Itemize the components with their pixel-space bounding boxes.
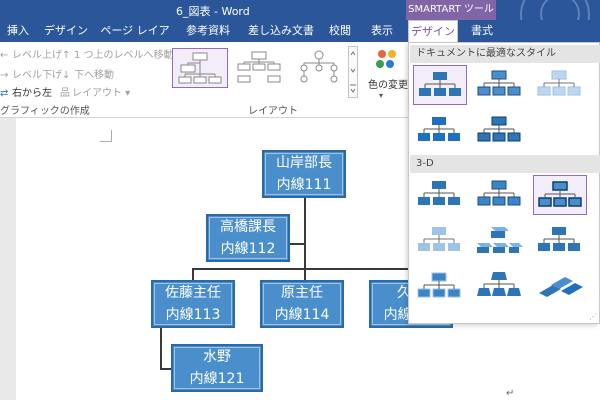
connector-line [280, 243, 306, 245]
org-chart-node[interactable]: 原主任 内線114 [260, 280, 344, 328]
style-thumbnail-moderate-effect[interactable] [413, 111, 467, 151]
move-up-button[interactable]: ↑1 つ上のレベルへ移動 [62, 50, 174, 61]
style-thumbnail-3d-inset[interactable] [473, 175, 527, 215]
right-to-left-button[interactable]: ⇄右から左 [0, 88, 52, 99]
page-corner-mark [100, 130, 112, 142]
style-thumbnail-3d-polished[interactable] [413, 175, 467, 215]
layouts-group-label: レイアウト [248, 106, 298, 117]
layout-thumbnail-labeled-hierarchy[interactable] [232, 48, 288, 88]
palette-icon [376, 50, 396, 68]
connector-line [160, 326, 162, 370]
arrow-right-icon: → [0, 70, 9, 81]
layout-thumbnail-circle-hierarchy[interactable] [292, 48, 348, 88]
arrow-up-icon: ↑ [62, 50, 71, 61]
style-thumbnail-3d-bird-view[interactable] [473, 267, 527, 307]
tab-insert[interactable]: 挿入 [7, 24, 29, 37]
create-graphic-group-label: グラフィックの作成 [0, 106, 90, 117]
gallery-section-3d: 3-D [410, 155, 600, 173]
org-layout-icon: 品 [60, 88, 70, 99]
layout-thumbnail-hierarchy[interactable] [172, 48, 228, 88]
promote-button[interactable]: ←レベル上げ [0, 50, 62, 61]
style-thumbnail-3d-metallic[interactable] [533, 221, 587, 261]
tab-mailings[interactable]: 差し込み文書 [248, 24, 314, 37]
style-thumbnail-simple-fill[interactable] [413, 65, 467, 105]
smartart-style-gallery: ドキュメントに最適なスタイル [408, 42, 600, 324]
style-thumbnail-3d-cartoon[interactable] [533, 175, 587, 215]
org-chart-node[interactable]: 水野 内線121 [171, 344, 263, 392]
paragraph-mark: ↵ [506, 388, 515, 399]
ribbon-tab-bar: 挿入 デザイン ページ レイアウト 参考資料 差し込み文書 校閲 表示 デザイン… [0, 20, 600, 59]
arrow-left-icon: ← [0, 50, 9, 61]
chevron-down-icon: ▾ [378, 91, 383, 100]
style-thumbnail-3d-sunset[interactable] [413, 267, 467, 307]
layout-dropdown-button[interactable]: 品レイアウト ▾ [60, 84, 130, 99]
style-thumbnail-3d-cylinder[interactable] [533, 267, 587, 307]
move-down-button[interactable]: ↓下へ移動 [62, 70, 114, 81]
style-thumbnail-intense-effect[interactable] [473, 111, 527, 151]
tab-review[interactable]: 校閲 [329, 24, 351, 37]
connector-line [192, 268, 194, 280]
style-thumbnail-subtle-effect[interactable] [533, 65, 587, 105]
org-chart-node[interactable]: 佐藤主任 内線113 [151, 280, 235, 328]
style-thumbnail-white-outline[interactable] [473, 65, 527, 105]
layout-gallery-scrollbar[interactable] [348, 46, 358, 98]
tab-smartart-design[interactable]: デザイン [408, 20, 458, 42]
connector-line [160, 368, 174, 370]
demote-button[interactable]: →レベル下げ [0, 70, 62, 81]
connector-line [304, 180, 306, 280]
resize-grip-icon[interactable]: ⋰ [589, 312, 597, 321]
change-colors-label: 色の変更 [368, 80, 408, 91]
gallery-section-best-match: ドキュメントに最適なスタイル [410, 45, 600, 63]
style-thumbnail-3d-brick-scene[interactable] [473, 221, 527, 261]
smartart-tools-label: SMARTART ツール [406, 0, 496, 20]
tab-design[interactable]: デザイン [44, 24, 88, 37]
tab-view[interactable]: 表示 [371, 24, 393, 37]
document-page[interactable]: 山岸部長 内線111 高橋課長 内線112 佐藤主任 内線113 原主任 内線1… [16, 118, 600, 400]
org-chart-node[interactable]: 高橋課長 内線112 [206, 214, 290, 262]
chevron-down-icon: ▾ [122, 88, 131, 99]
arrow-down-icon: ↓ [62, 70, 71, 81]
title-bar: 6_図表 - Word SMARTART ツール [0, 0, 600, 50]
tab-page-layout[interactable]: ページ レイアウト [100, 24, 170, 59]
tab-references[interactable]: 参考資料 [186, 24, 230, 37]
style-thumbnail-3d-powder[interactable] [413, 221, 467, 261]
connector-line [192, 268, 422, 270]
right-to-left-icon: ⇄ [0, 88, 9, 99]
window-title: 6_図表 - Word [176, 5, 250, 18]
change-colors-button[interactable]: 色の変更 ▾ [366, 46, 410, 100]
tab-format[interactable]: 書式 [471, 24, 493, 37]
org-chart-node[interactable]: 山岸部長 内線111 [262, 150, 346, 198]
